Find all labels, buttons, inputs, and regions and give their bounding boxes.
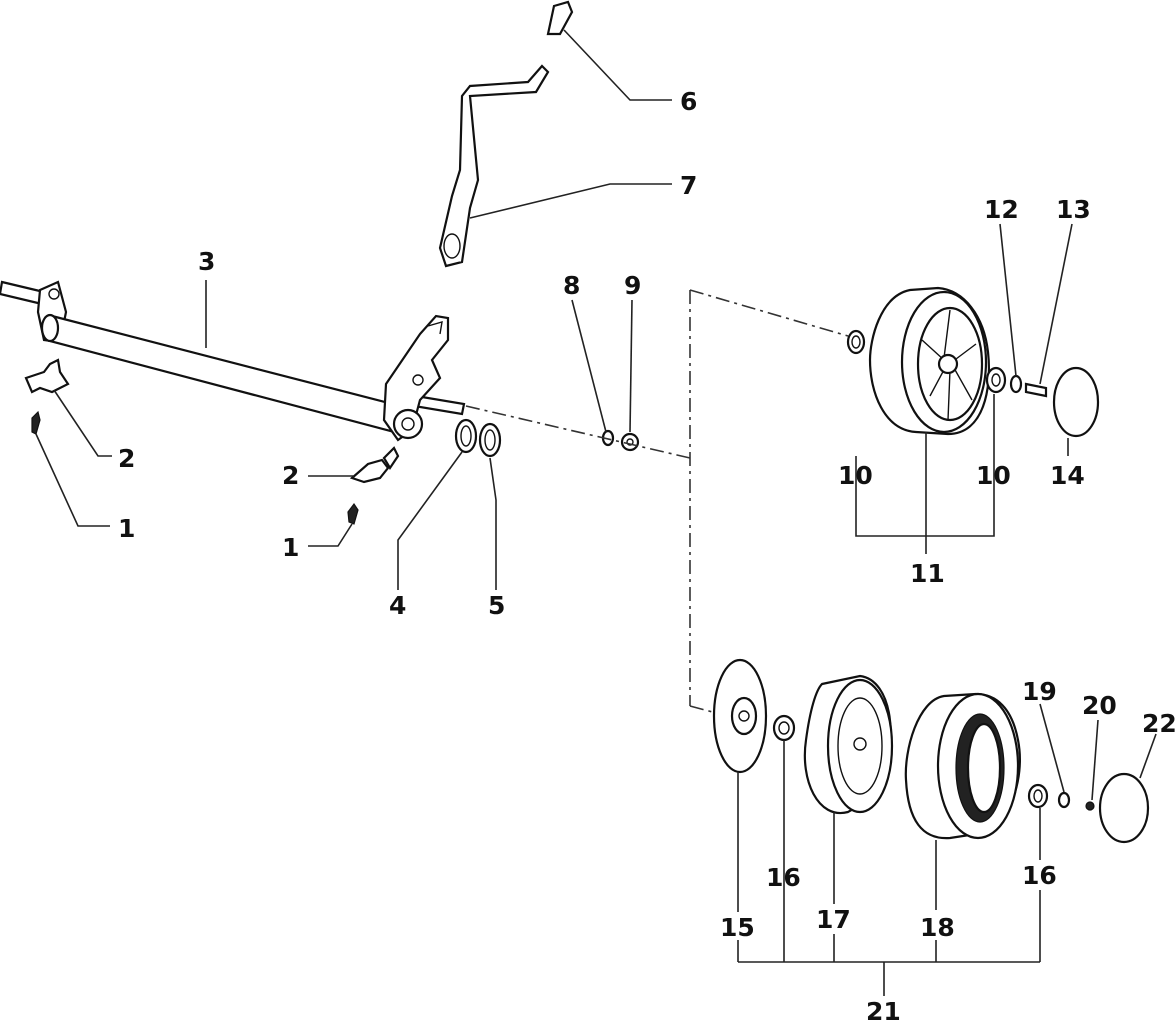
- label-3: 3: [198, 247, 215, 276]
- wheel-assembly-upper: [846, 286, 1100, 438]
- label-6: 6: [680, 87, 697, 116]
- label-21: 21: [866, 997, 901, 1024]
- label-7: 7: [680, 171, 697, 200]
- label-5: 5: [488, 591, 505, 620]
- label-12: 12: [984, 195, 1019, 224]
- label-8: 8: [563, 271, 580, 300]
- label-10-left: 10: [838, 461, 873, 490]
- label-14: 14: [1050, 461, 1085, 490]
- label-9: 9: [624, 271, 641, 300]
- label-2-left: 2: [118, 444, 135, 473]
- label-22: 22: [1142, 709, 1176, 738]
- label-17: 17: [816, 905, 851, 934]
- screw-right: [347, 502, 359, 525]
- height-adjust-lever: [438, 64, 550, 268]
- label-20: 20: [1082, 691, 1117, 720]
- axle-shaft: [0, 280, 466, 436]
- label-15: 15: [720, 913, 755, 942]
- label-11: 11: [910, 559, 945, 588]
- label-16-left: 16: [766, 863, 801, 892]
- assembly-axis-lines: [465, 289, 849, 715]
- label-1-right: 1: [282, 533, 299, 562]
- label-13: 13: [1056, 195, 1091, 224]
- label-4: 4: [389, 591, 406, 620]
- lever-grip: [546, 0, 574, 36]
- wheel-assembly-lower: [712, 658, 1150, 844]
- clip-right: [349, 446, 400, 484]
- label-2-right: 2: [282, 461, 299, 490]
- label-19: 19: [1022, 677, 1057, 706]
- leader-lines: [35, 29, 1157, 996]
- axle-lever-bracket: [382, 314, 450, 442]
- clip-left: [24, 358, 70, 394]
- part-labels: 1 1 2 2 3 4 5 6 7 8 9 10 10 11 12 13 14 …: [118, 87, 1176, 1024]
- label-16-right: 16: [1022, 861, 1057, 890]
- label-1-left: 1: [118, 514, 135, 543]
- label-18: 18: [920, 913, 955, 942]
- screw-left: [31, 410, 41, 435]
- label-10-right: 10: [976, 461, 1011, 490]
